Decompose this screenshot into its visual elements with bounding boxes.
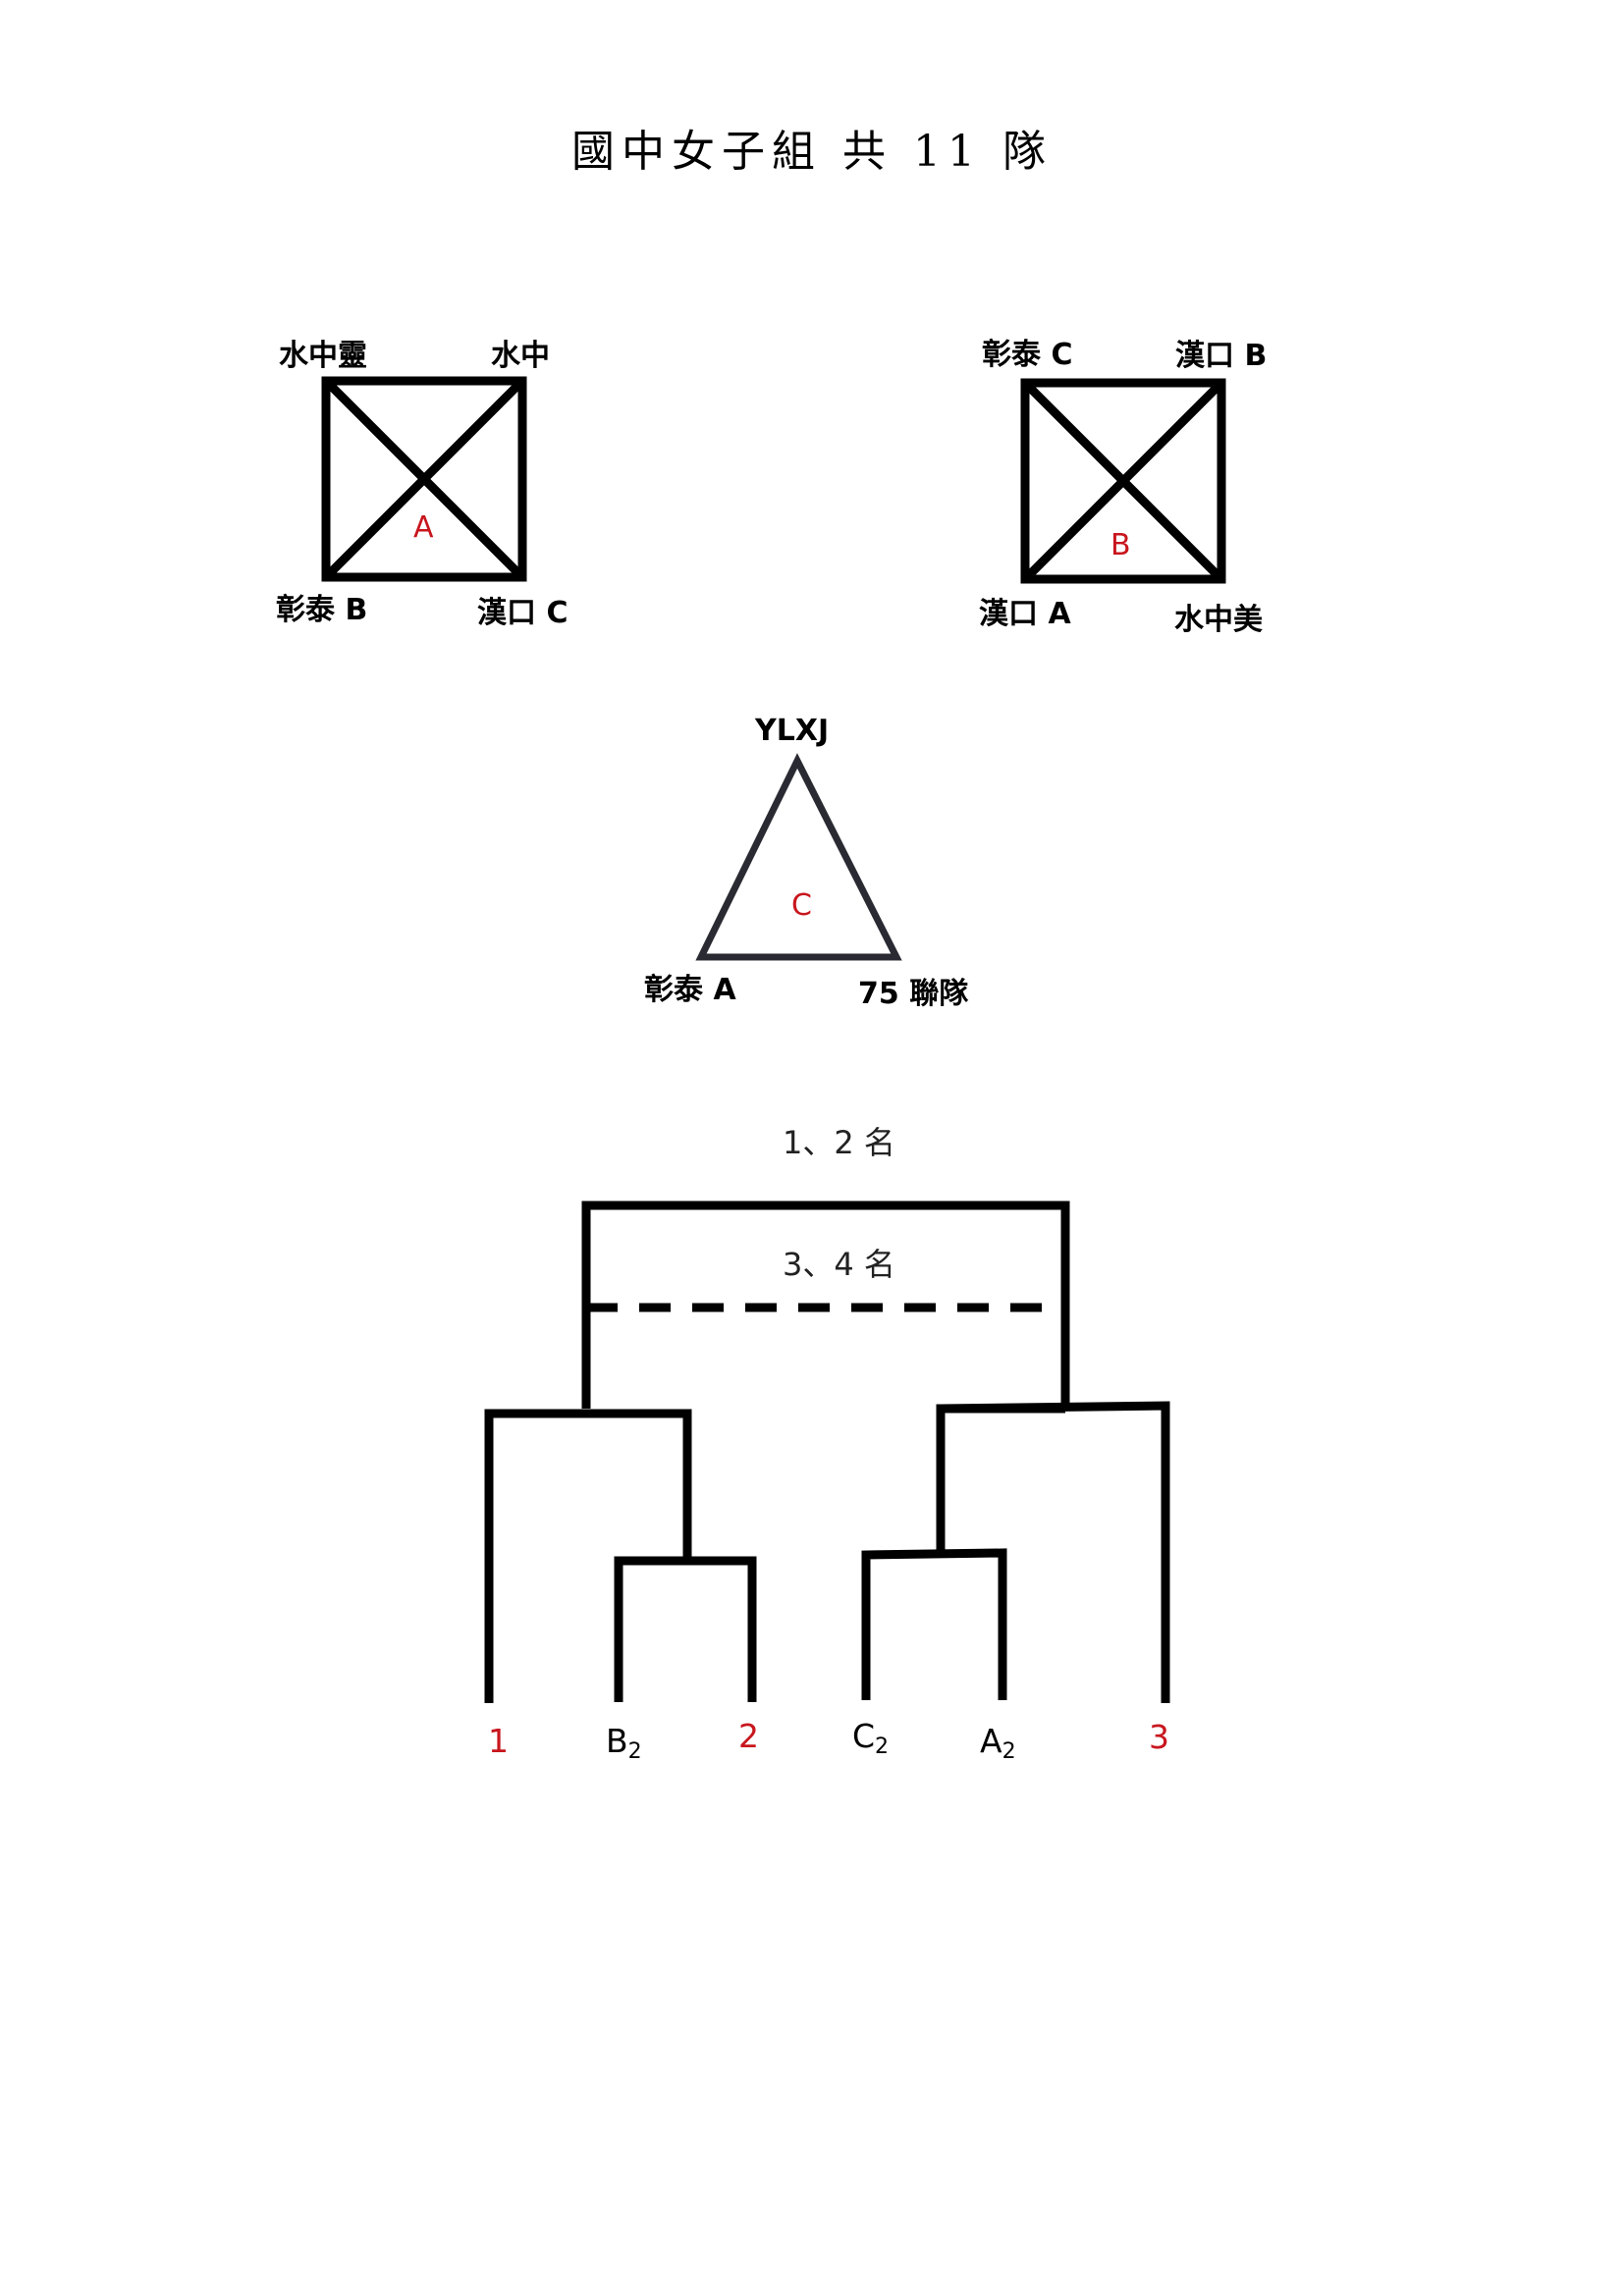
group-b-diagonal-2 [1021, 379, 1225, 583]
bracket-slot: B2 [606, 1722, 642, 1764]
bracket-slot-text: 3 [1149, 1718, 1169, 1756]
bracket-right-semi [936, 1404, 1065, 1553]
bracket-left-semi [484, 1409, 692, 1703]
knockout-bracket [484, 1201, 1170, 1703]
bracket-slot: C2 [852, 1717, 889, 1759]
bracket-left-quarter [614, 1556, 757, 1702]
bracket-slot-text: A [980, 1722, 1002, 1760]
bracket-slot: 1 [488, 1722, 509, 1760]
bracket-slot-sub: 2 [875, 1735, 889, 1759]
group-c: YLXJ 彰泰 A 75 聯隊 C [644, 714, 968, 1011]
group-b-label: B [1110, 528, 1131, 562]
bracket-slot-sub: 2 [1002, 1739, 1016, 1764]
group-c-team-top: YLXJ [754, 714, 829, 748]
third-place-label: 3、4 名 [783, 1246, 895, 1283]
group-a-team-bottom-right: 漢口 C [477, 596, 568, 630]
bracket-slot-text: C [852, 1717, 875, 1755]
group-a-diagonal-2 [322, 377, 526, 581]
bracket-slots: 1 B2 2 C2 A2 3 [488, 1717, 1169, 1764]
group-b-team-bottom-right: 水中美 [1174, 603, 1263, 637]
group-b-team-top-left: 彰泰 C [982, 338, 1072, 372]
group-a-square [321, 376, 527, 582]
group-b-team-bottom-left: 漢口 A [979, 597, 1071, 631]
group-a-team-bottom-left: 彰泰 B [276, 593, 367, 627]
final-label: 1、2 名 [783, 1124, 895, 1161]
bracket-slot: 3 [1149, 1718, 1169, 1756]
group-c-label: C [791, 888, 812, 923]
bracket-slot: 2 [738, 1717, 759, 1755]
group-a-team-top-left: 水中靈 [279, 339, 367, 373]
group-b-square [1020, 378, 1226, 584]
bracket-right-quarter [861, 1548, 1007, 1700]
page-title: 國中女子組 共 11 隊 [571, 127, 1053, 177]
group-b-team-top-right: 漢口 B [1175, 339, 1267, 373]
group-a-label: A [413, 510, 434, 545]
bracket-slot-sub: 2 [628, 1739, 642, 1764]
bracket-slot: A2 [980, 1722, 1016, 1764]
group-a-team-top-right: 水中 [491, 339, 550, 373]
group-c-team-bottom-right: 75 聯隊 [858, 977, 968, 1011]
group-c-triangle [695, 753, 902, 961]
bracket-slot-text: B [606, 1722, 628, 1760]
group-b: 彰泰 C 漢口 B 漢口 A 水中美 B [979, 338, 1267, 637]
bracket-slot-text: 1 [488, 1722, 509, 1760]
group-a: 水中靈 水中 彰泰 B 漢口 C A [276, 339, 568, 630]
bracket-slot-text: 2 [738, 1717, 759, 1755]
group-c-team-bottom-left: 彰泰 A [644, 973, 736, 1007]
bracket-right-semi-top [940, 1401, 1170, 1703]
